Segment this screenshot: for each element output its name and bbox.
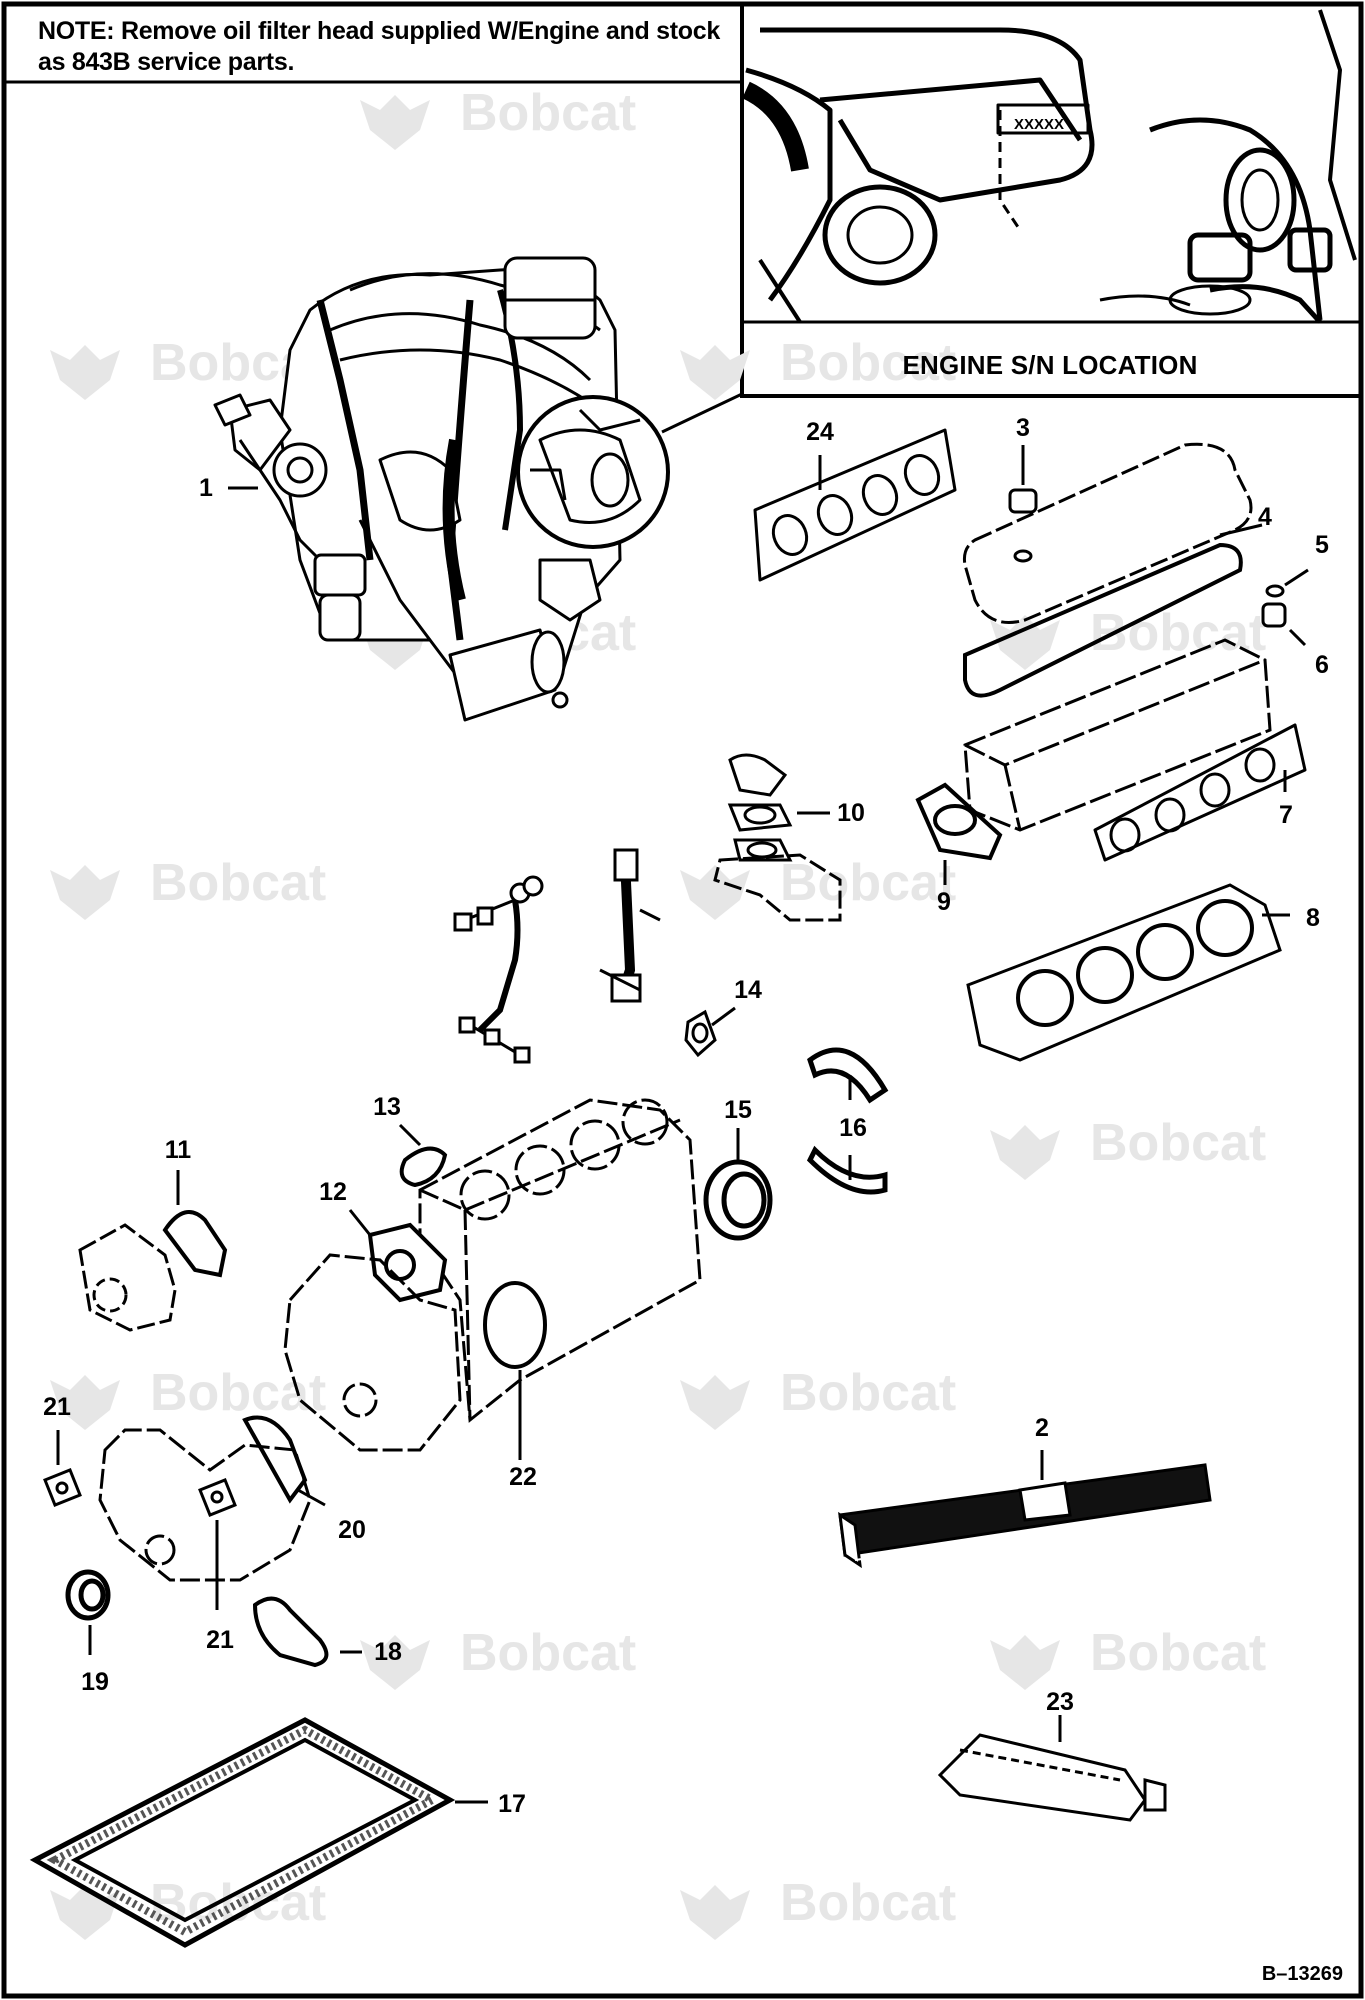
watermark-brand: Bobcat (780, 1364, 956, 1422)
watermark: Bobcat (680, 1874, 956, 1940)
watermark: Bobcat (990, 604, 1266, 670)
callout-2: 2 (1035, 1414, 1049, 1442)
part-21-gaskets (43, 1468, 237, 1517)
part-16-thrust-washers (806, 1047, 889, 1195)
part-10-water-outlet-gasket (713, 753, 842, 922)
watermark-brand: Bobcat (780, 854, 956, 912)
callout-22: 22 (509, 1463, 537, 1491)
watermark-brand: Bobcat (1090, 1114, 1266, 1172)
callout-9: 9 (937, 888, 951, 916)
callout-6: 6 (1315, 651, 1329, 679)
engine-assembly (213, 256, 670, 722)
valve-cover (963, 442, 1253, 624)
callout-10: 10 (837, 799, 865, 827)
callout-15: 15 (724, 1096, 752, 1124)
callout-17: 17 (498, 1790, 526, 1818)
callout-12: 12 (319, 1178, 347, 1206)
inset-leader (661, 392, 743, 434)
watermark-brand: Bobcat (150, 1364, 326, 1422)
inset-caption: ENGINE S/N LOCATION (902, 350, 1198, 380)
watermark-brand: Bobcat (1090, 604, 1266, 662)
note-box: NOTE: Remove oil filter head supplied W/… (8, 8, 738, 82)
serial-stamp: XXXXX (1014, 116, 1064, 133)
timing-housing-gasket (283, 1253, 462, 1452)
watermark: Bobcat (680, 854, 956, 920)
watermark-brand: Bobcat (460, 84, 636, 142)
callout-3: 3 (1016, 414, 1030, 442)
part-24-intake-gasket (753, 428, 957, 582)
watermark: Bobcat (680, 1364, 956, 1430)
part-13-o-ring (399, 1146, 448, 1188)
part-9-thermostat-gasket (915, 782, 1003, 861)
engine-block (418, 1098, 702, 1423)
callout-21b: 21 (206, 1626, 234, 1654)
watermark-brand: Bobcat (150, 854, 326, 912)
part-2-gasket-kit (838, 1463, 1212, 1569)
part-8-head-gasket (966, 883, 1282, 1062)
watermark: Bobcat (990, 1624, 1266, 1690)
watermark-brand: Bobcat (460, 1624, 636, 1682)
callout-7: 7 (1279, 801, 1293, 829)
part-4-cover-gasket (963, 542, 1243, 698)
watermark: Bobcat (50, 1364, 326, 1430)
part-3-oil-cap (1008, 488, 1038, 563)
callout-16: 16 (839, 1114, 867, 1142)
callout-11: 11 (164, 1136, 192, 1164)
part-7-exhaust-gasket (1093, 723, 1307, 862)
callout-4: 4 (1258, 503, 1272, 531)
part-12-gasket (367, 1222, 448, 1303)
watermark: Bobcat (680, 334, 956, 400)
part-11-water-pump-gasket (78, 1210, 228, 1332)
timing-cover (98, 1428, 312, 1582)
part-15-crank-seal (703, 1159, 773, 1241)
callout-23: 23 (1046, 1688, 1074, 1716)
watermark: Bobcat (360, 84, 636, 150)
callout-13: 13 (373, 1093, 401, 1121)
inset-engine-sketch (741, 9, 1357, 324)
part-5-6-seal-nut (1261, 584, 1287, 628)
callout-1: 1 (199, 474, 213, 502)
part-20-gasket (242, 1415, 308, 1504)
watermark: Bobcat (360, 1624, 636, 1690)
watermark-brand: Bobcat (780, 1874, 956, 1932)
callout-14: 14 (734, 976, 762, 1004)
watermark-brand: Bobcat (1090, 1624, 1266, 1682)
part-18-gasket (252, 1596, 329, 1668)
callout-5: 5 (1315, 531, 1329, 559)
watermark-brand: Bobcat (780, 334, 956, 392)
note-text: Remove oil filter head supplied W/Engine… (38, 17, 720, 76)
figure-reference: B–13269 (1261, 1963, 1343, 1985)
callout-18: 18 (374, 1638, 402, 1666)
callout-19: 19 (81, 1668, 109, 1696)
callout-24: 24 (806, 418, 834, 446)
callout-20: 20 (338, 1516, 366, 1544)
inset-border (740, 2, 1363, 398)
watermark: Bobcat (990, 1114, 1266, 1180)
oil-lines (453, 848, 661, 1064)
part-23-sealant-tube (937, 1733, 1167, 1822)
callout-21a: 21 (43, 1393, 71, 1421)
part-14-gasket (684, 1009, 717, 1058)
part-19-front-seal (65, 1569, 111, 1621)
part-22-o-ring (483, 1281, 547, 1369)
part-17-oil-pan-gasket (29, 1717, 456, 1948)
watermark: Bobcat (50, 854, 326, 920)
callout-8: 8 (1306, 904, 1320, 932)
note-label: NOTE: (38, 17, 115, 45)
